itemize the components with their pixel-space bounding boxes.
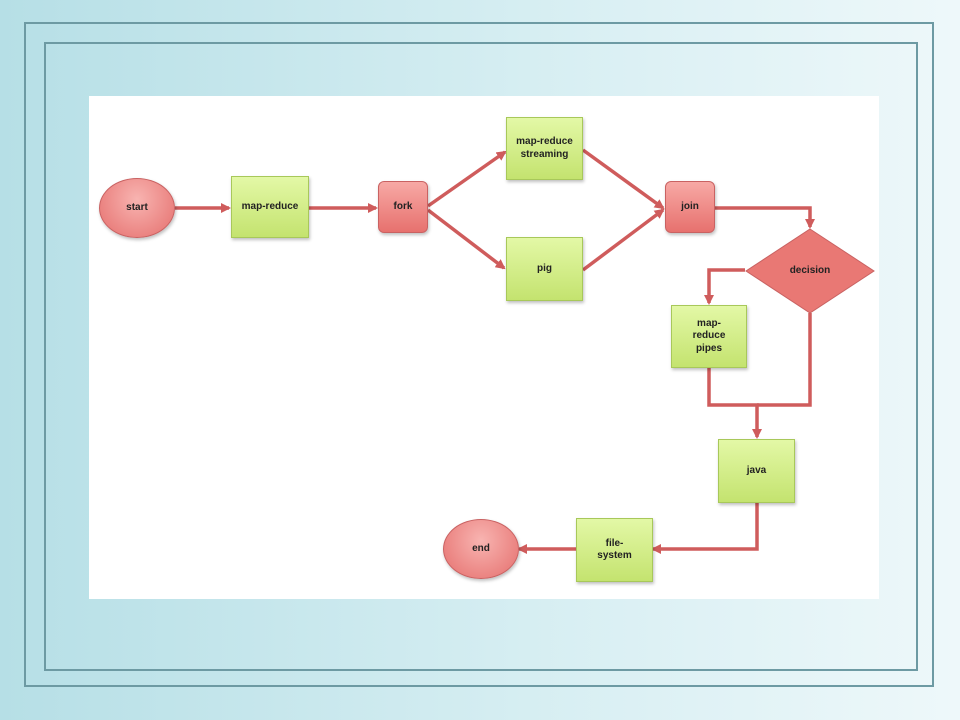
join-node: join (665, 181, 715, 233)
file-system-node: file- system (576, 518, 653, 582)
pig-node: pig (506, 237, 583, 301)
end-node: end (443, 519, 519, 579)
map-reduce-streaming-node: map-reduce streaming (506, 117, 583, 180)
outer-slide-frame (24, 22, 934, 687)
java-node: java (718, 439, 795, 503)
decision-label: decision (789, 265, 831, 276)
fork-node: fork (378, 181, 428, 233)
start-node: start (99, 178, 175, 238)
map-reduce-pipes-node: map- reduce pipes (671, 305, 747, 368)
inner-slide-frame (44, 42, 918, 671)
map-reduce-node: map-reduce (231, 176, 309, 238)
